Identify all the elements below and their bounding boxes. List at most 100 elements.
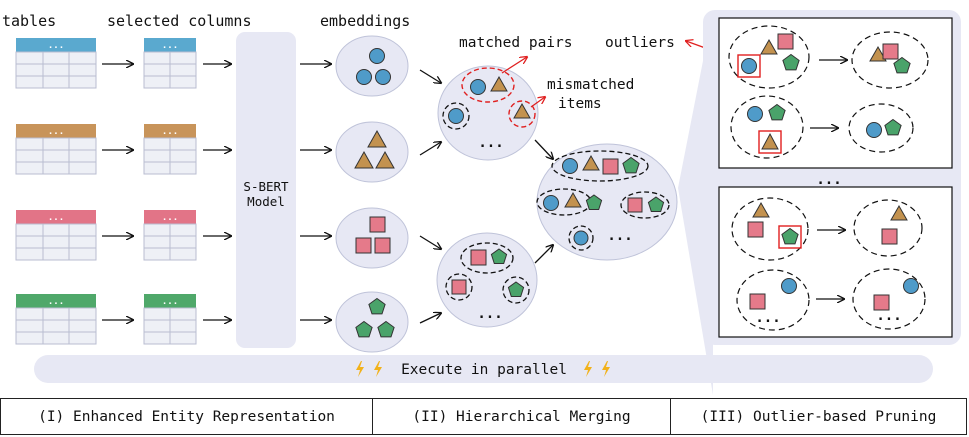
circle-shape <box>375 69 391 85</box>
circle-shape <box>866 122 882 138</box>
sbert-model-box <box>236 32 296 348</box>
embedding-pink <box>335 207 409 269</box>
ellipsis: ... <box>876 308 901 324</box>
cluster-outline <box>445 273 473 301</box>
ellipsis: ... <box>607 228 632 244</box>
pentagon-shape <box>507 281 525 297</box>
table-header <box>144 38 196 52</box>
table-icon: ... <box>143 38 197 89</box>
matched-pairs-label: matched pairs <box>459 35 573 51</box>
pruning-box-top <box>718 17 953 169</box>
cluster-outline <box>460 242 514 274</box>
tables-label: tables <box>2 12 56 30</box>
pruning-bottom-row1 <box>731 197 923 261</box>
circle-shape <box>903 278 919 294</box>
circle-shape <box>747 106 763 122</box>
cluster-outline <box>848 103 914 153</box>
table-body <box>15 307 97 345</box>
merge-pink-green: ... <box>436 232 538 328</box>
square-shape <box>873 294 890 311</box>
square-shape <box>749 293 766 310</box>
pentagon-shape <box>377 320 395 338</box>
merge-arrows <box>419 69 553 324</box>
pruning-box-bottom <box>718 186 953 338</box>
table-icon: ... <box>143 294 197 345</box>
table-header <box>144 124 196 138</box>
pentagon-shape <box>490 248 508 264</box>
square-shape <box>747 221 764 238</box>
red-arrow <box>530 97 545 108</box>
circle-shape <box>781 278 797 294</box>
table-header <box>144 294 196 308</box>
arrow <box>419 142 441 156</box>
table-header <box>16 38 96 52</box>
square-shape <box>777 33 794 50</box>
section-entity-representation: (I) Enhanced Entity Representation <box>38 408 335 425</box>
embedding-green <box>335 291 409 353</box>
outlier-highlight <box>778 225 802 249</box>
circle-shape <box>741 58 757 74</box>
section-outlier-pruning: (III) Outlier-based Pruning <box>670 399 966 434</box>
circle-shape <box>369 48 385 64</box>
embedding-blue <box>335 35 409 97</box>
triangle-shape <box>760 38 778 55</box>
selected-columns-label: selected columns <box>107 12 252 30</box>
merge-blue-brown: ... <box>437 65 539 161</box>
cluster-outline <box>442 102 470 130</box>
pruning-bottom-row2: ... ... <box>736 268 926 331</box>
pentagon-shape <box>782 53 800 71</box>
circle-shape <box>543 195 559 211</box>
table-header <box>16 210 96 224</box>
ellipsis: ... <box>478 135 503 151</box>
triangle-shape <box>890 204 908 221</box>
square-shape <box>369 216 386 233</box>
ellipsis: ... <box>755 310 780 326</box>
table-body <box>15 51 97 89</box>
triangle-shape <box>375 150 395 169</box>
arrow <box>419 313 441 324</box>
square-shape <box>470 249 487 266</box>
cluster-outline <box>568 225 594 251</box>
cluster-outline <box>731 197 809 261</box>
triangle-shape <box>869 45 887 62</box>
table-header-dots: ... <box>162 127 178 137</box>
circle-shape <box>356 69 372 85</box>
triangle-shape <box>752 201 770 218</box>
mismatched-label-line1: mismatched <box>547 77 634 93</box>
pentagon-shape <box>884 118 902 136</box>
table-header-dots: ... <box>48 41 64 51</box>
square-shape <box>882 43 899 60</box>
cluster-outline <box>620 191 670 219</box>
table-icon: ... <box>15 210 97 261</box>
section-hierarchical-merging: (II) Hierarchical Merging <box>372 399 670 434</box>
ellipsis: ... <box>816 172 841 188</box>
lightning-bolt-icon <box>374 361 382 377</box>
tables-group: ............ <box>15 38 97 345</box>
cluster-outline <box>852 268 926 330</box>
cluster-outline <box>853 199 923 257</box>
sbert-label-line2: Model <box>247 194 285 209</box>
pentagon-shape <box>647 196 665 212</box>
arrow <box>534 139 553 159</box>
table-body <box>15 223 97 261</box>
table-header-dots: ... <box>162 41 178 51</box>
table-icon: ... <box>15 124 97 175</box>
pentagon-shape <box>585 194 603 210</box>
table-body <box>15 137 97 175</box>
arrow <box>419 235 441 249</box>
pentagon-shape <box>622 156 640 174</box>
merge-all: ... <box>536 143 678 261</box>
table-header <box>16 124 96 138</box>
pentagon-shape <box>893 56 911 74</box>
red-arrow <box>501 57 527 74</box>
triangle-shape <box>582 154 600 171</box>
embedding-brown <box>335 121 409 183</box>
cluster-outline <box>736 269 810 331</box>
table-icon: ... <box>15 294 97 345</box>
square-shape <box>374 237 391 254</box>
cluster-outline <box>502 276 530 304</box>
selected-columns-group: ............ <box>143 38 197 345</box>
triangle-shape <box>354 150 374 169</box>
parallel-label: Execute in parallel <box>401 362 567 378</box>
